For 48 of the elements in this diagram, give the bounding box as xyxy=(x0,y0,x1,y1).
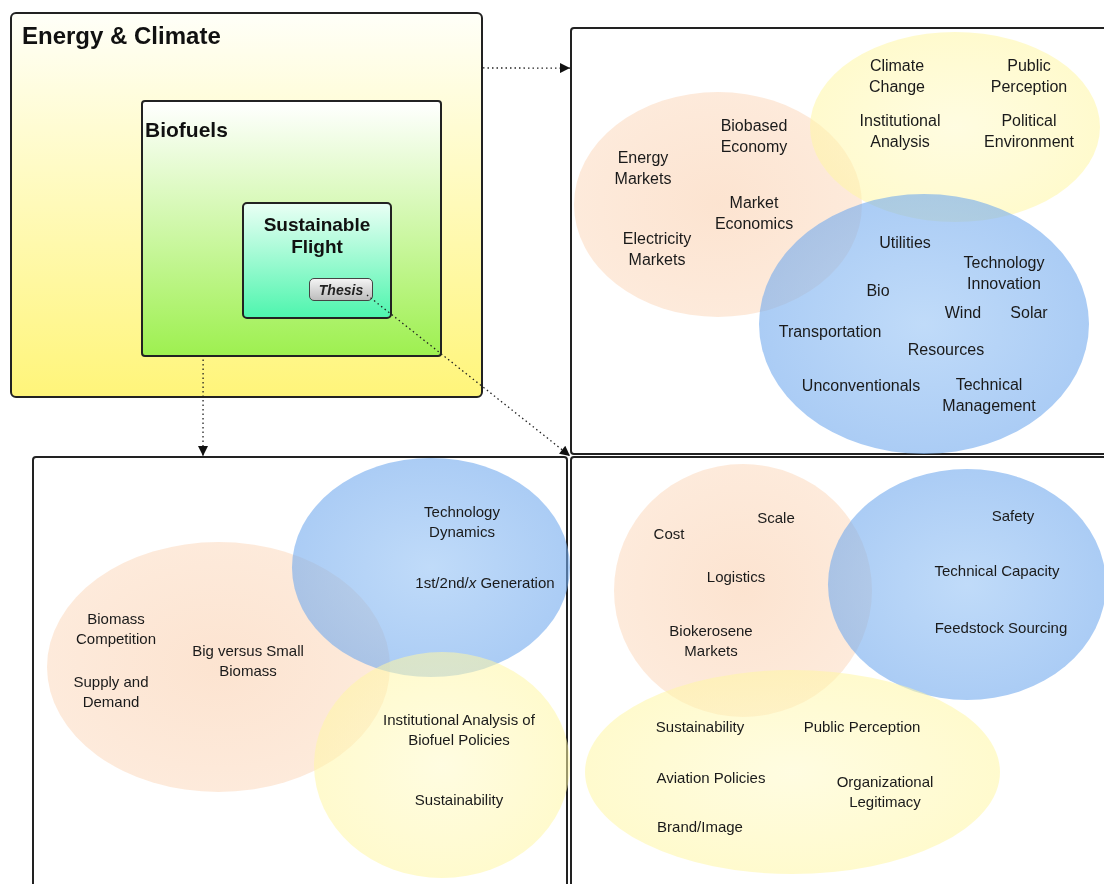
topic-label: Supply and Demand xyxy=(72,671,150,711)
topic-label: Institutional Analysis xyxy=(858,111,942,152)
thesis-tag: Thesis xyxy=(309,278,373,301)
dotted-arrow xyxy=(482,63,571,74)
topic-label: Biokerosene Markets xyxy=(668,620,754,660)
topic-label: Electricity Markets xyxy=(621,229,693,270)
topic-label: Technology Dynamics xyxy=(423,501,501,541)
topic-label: Logistics xyxy=(705,567,767,587)
domain-box xyxy=(10,12,483,398)
topic-label: Aviation Policies xyxy=(655,768,767,788)
focus-box xyxy=(242,202,392,319)
topic-label: Bio xyxy=(865,280,891,301)
topic-label: Feedstock Sourcing xyxy=(933,618,1069,638)
box-title: Sustainable Flight xyxy=(262,214,372,258)
topic-label: Political Environment xyxy=(983,111,1075,152)
box-title: Energy & Climate xyxy=(22,22,221,50)
topic-label: Technical Management xyxy=(941,375,1037,416)
panel-frame xyxy=(32,456,568,884)
topic-label: Biobased Economy xyxy=(719,116,789,157)
topic-label: Technical Capacity xyxy=(933,561,1061,581)
topic-label: Sustainability xyxy=(413,790,505,810)
topic-label: Public Perception xyxy=(989,56,1069,97)
topic-label: Utilities xyxy=(878,232,932,253)
topic-label: Scale xyxy=(756,508,796,528)
topic-label: Cost xyxy=(652,524,686,544)
panel-frame xyxy=(570,456,1104,884)
dotted-arrow xyxy=(366,294,571,457)
topic-label: Market Economics xyxy=(713,193,795,234)
topic-label: Transportation xyxy=(777,321,883,342)
topic-label: Public Perception xyxy=(802,717,922,737)
topic-label: Organizational Legitimacy xyxy=(835,771,935,811)
topic-label: 1st/2nd/x Generation xyxy=(414,573,556,593)
topic-label: Wind xyxy=(943,302,983,323)
topic-label: Biomass Competition xyxy=(74,608,157,648)
topic-label: Safety xyxy=(990,506,1036,526)
topic-label: Climate Change xyxy=(867,56,926,97)
panel-frame xyxy=(570,27,1104,455)
topic-label: Sustainability xyxy=(654,717,746,737)
topic-label: Resources xyxy=(906,339,986,360)
topic-label: Unconventionals xyxy=(800,375,922,396)
topic-label: Technology Innovation xyxy=(962,253,1046,294)
topic-label: Energy Markets xyxy=(613,148,673,189)
topic-label: Brand/Image xyxy=(656,817,744,837)
box-title: Biofuels xyxy=(145,118,228,143)
subdomain-box xyxy=(141,100,442,357)
topic-label: Institutional Analysis of Biofuel Policies xyxy=(382,709,536,749)
topic-label: Solar xyxy=(1009,302,1049,323)
topic-label: Big versus Small Biomass xyxy=(191,640,305,680)
